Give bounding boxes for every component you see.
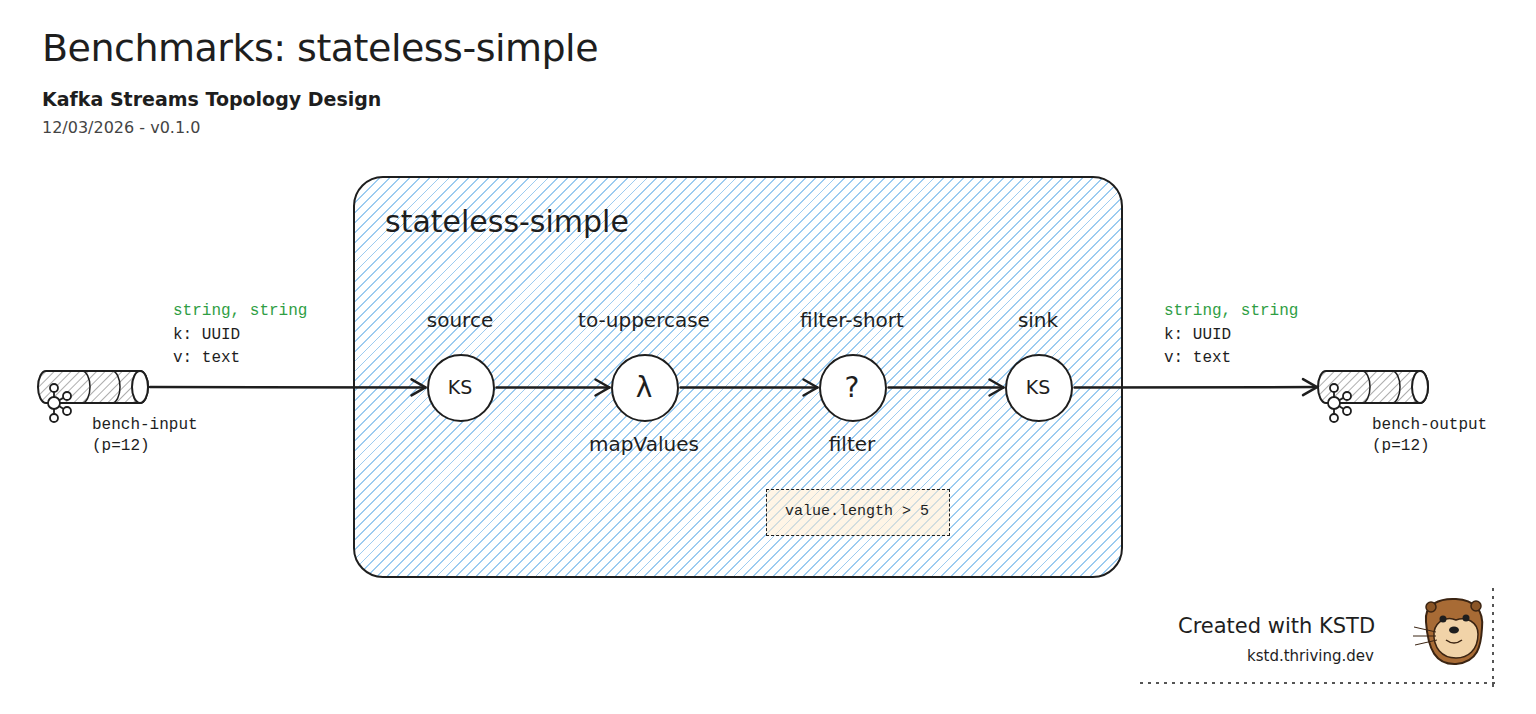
processor-name: sink [918, 308, 1158, 332]
container-title: stateless-simple [385, 204, 629, 239]
arrow-line [681, 386, 818, 389]
kafka-logo [1328, 384, 1351, 422]
processor-node: sourceKS [427, 354, 495, 422]
processor-node: filter-short?filter [819, 354, 887, 422]
kafka-topic: bench-output (p=12) [1318, 370, 1428, 404]
key-type: k: UUID [1164, 326, 1231, 344]
logo-dot [50, 384, 58, 392]
logo-dot [50, 414, 58, 422]
logo-dot [1328, 397, 1340, 409]
version-date: 12/03/2026 - v0.1.0 [42, 118, 200, 137]
flow-arrow [889, 380, 1004, 396]
predicate-text: value.length > 5 [767, 490, 948, 534]
logo-dot [63, 392, 71, 400]
credit-url: kstd.thriving.dev [1247, 647, 1374, 665]
logo-dot [48, 397, 60, 409]
processor-name: filter-short [732, 308, 972, 332]
processor-type: mapValues [524, 432, 764, 456]
processor-name: source [340, 308, 580, 332]
arrow-line [1075, 386, 1318, 389]
processor-node: to-uppercaseλmapValues [611, 354, 679, 422]
value-type: v: text [1164, 349, 1231, 367]
value-type: v: text [173, 349, 240, 367]
topic-end [1412, 371, 1428, 403]
subtitle: Kafka Streams Topology Design [42, 88, 381, 110]
arrow-head [990, 380, 1004, 396]
logo-dot [1343, 392, 1351, 400]
logo-dot [1343, 407, 1351, 415]
arrow-head [411, 379, 425, 395]
topic-name: bench-output (p=12) [1372, 415, 1490, 457]
topology-container: stateless-simplesourceKSto-uppercaseλmap… [353, 176, 1123, 578]
processor-symbol: KS [429, 356, 492, 419]
processor-symbol: KS [1007, 356, 1070, 419]
flow-arrow [497, 380, 610, 396]
key-type: k: UUID [173, 326, 240, 344]
arrow-head [1303, 379, 1317, 395]
topic-segment [1362, 371, 1370, 403]
serde-types: string, string [173, 302, 307, 320]
logo-dot [1330, 414, 1338, 422]
kafka-topic: bench-input (p=12) [38, 370, 148, 404]
topic-segment [112, 371, 120, 403]
footer-rule [1140, 682, 1500, 684]
diagram-title: Benchmarks: stateless-simple [42, 26, 598, 70]
kafka-logo [48, 384, 71, 422]
credit-text: Created with KSTD [1178, 614, 1375, 638]
arrow-line [889, 386, 1004, 389]
arrow-head [596, 380, 610, 396]
flow-arrow [150, 379, 426, 395]
flow-arrow [1075, 379, 1318, 395]
processor-node: sinkKS [1005, 354, 1073, 422]
logo-dot [1330, 384, 1338, 392]
arrow-head [804, 380, 818, 396]
topic-segment [1392, 371, 1400, 403]
serde-types: string, string [1164, 302, 1298, 320]
logo-dot [63, 407, 71, 415]
processor-symbol: ? [821, 356, 884, 419]
arrow-line [150, 386, 426, 389]
topic-name: bench-input (p=12) [92, 415, 210, 457]
flow-arrow [681, 380, 818, 396]
predicate-note: value.length > 5 [766, 489, 950, 536]
footer-rule [1492, 588, 1494, 692]
topic-segment [82, 371, 90, 403]
processor-type: filter [732, 432, 972, 456]
topic-end [132, 371, 148, 403]
processor-name: to-uppercase [524, 308, 764, 332]
processor-symbol: λ [613, 356, 676, 419]
otter-mascot [1413, 599, 1482, 664]
arrow-line [497, 386, 610, 389]
